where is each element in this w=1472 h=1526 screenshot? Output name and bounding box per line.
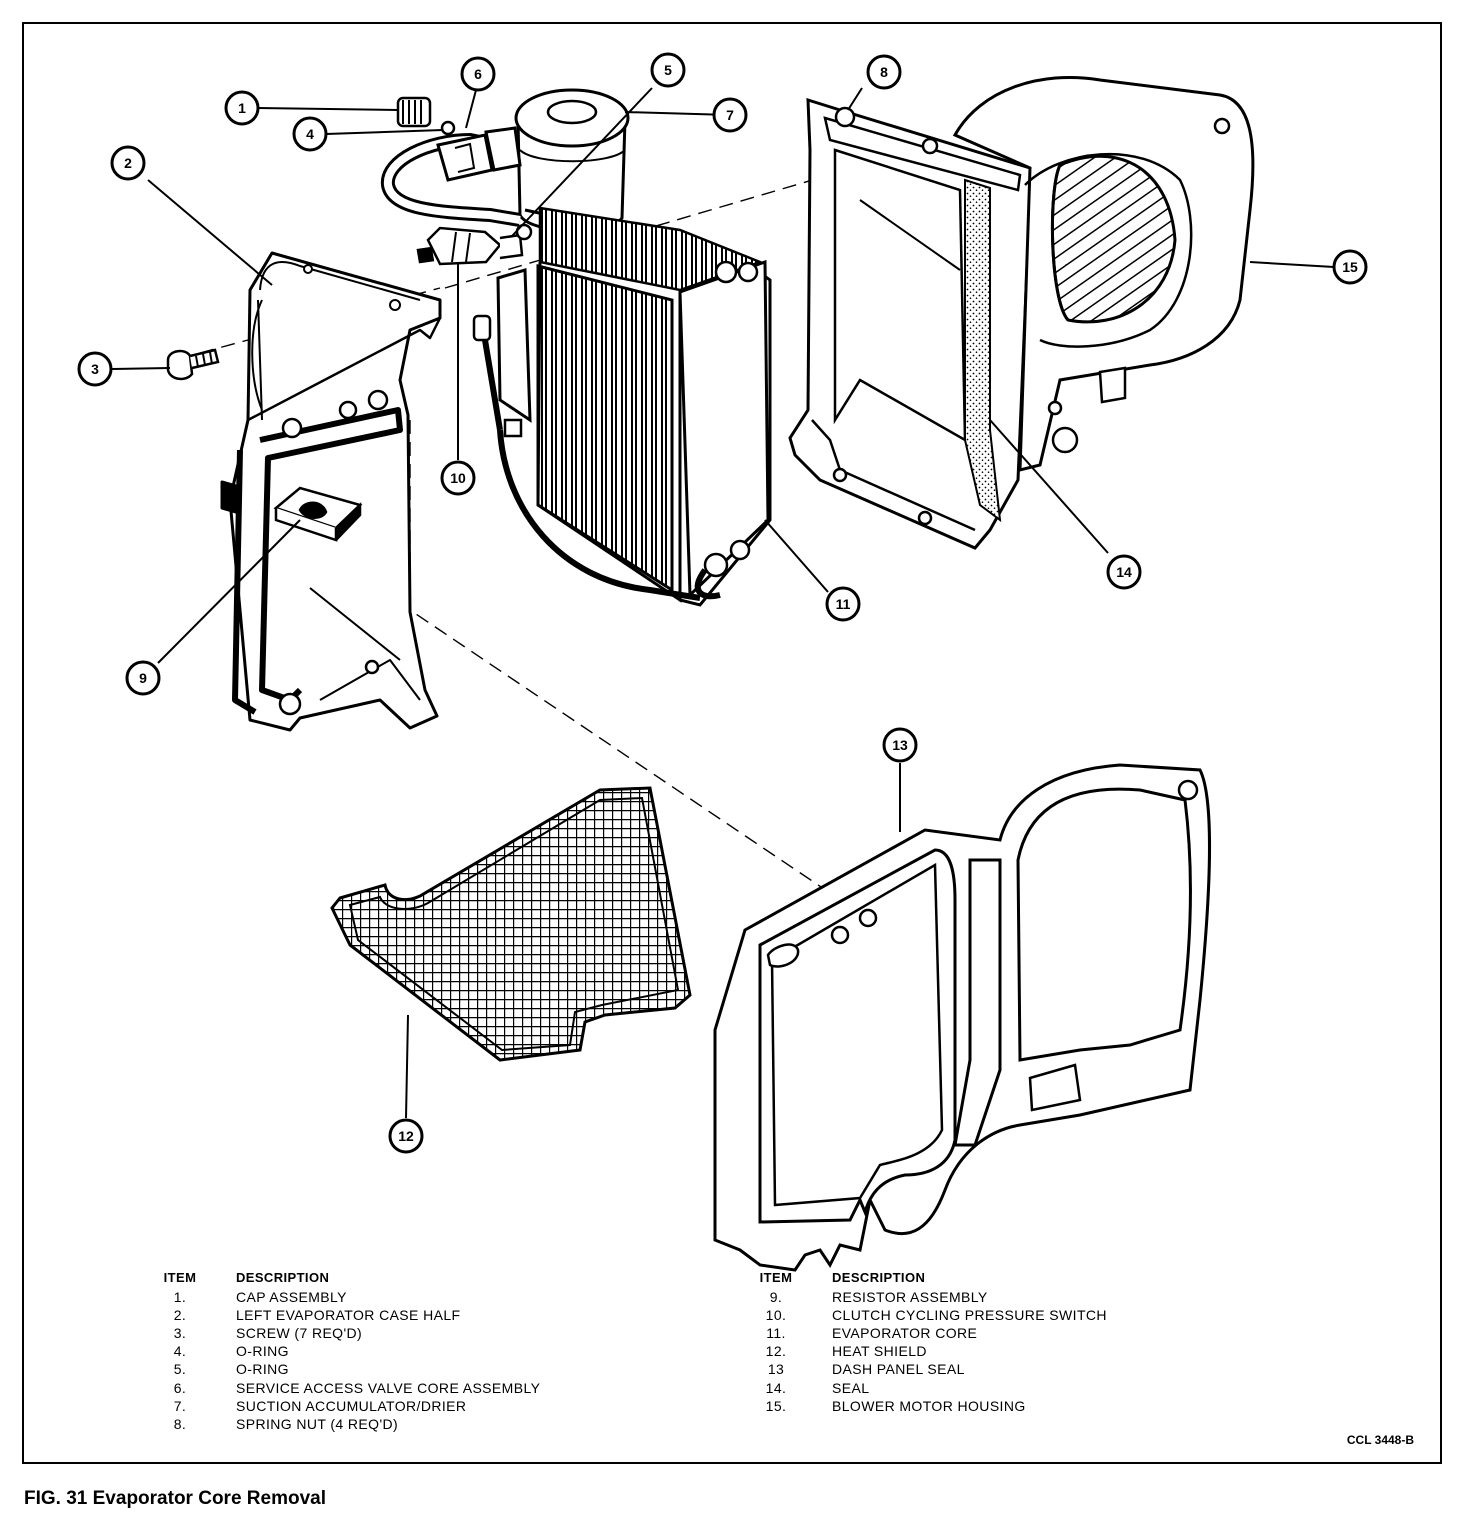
legend-item-number: 12.	[765, 1343, 787, 1359]
left-evaporator-case-half	[220, 251, 442, 732]
blower-motor-housing	[952, 76, 1255, 472]
legend-item-description: CLUTCH CYCLING PRESSURE SWITCH	[832, 1307, 1107, 1323]
legend-item-description: CAP ASSEMBLY	[236, 1289, 347, 1305]
evaporator-core	[472, 206, 772, 607]
legend-item-description: O-RING	[236, 1361, 289, 1377]
legend-item-number: 4.	[173, 1343, 187, 1359]
svg-text:10: 10	[450, 470, 466, 486]
svg-text:13: 13	[892, 737, 908, 753]
legend-item-description: SEAL	[832, 1380, 870, 1396]
callout-6: 6	[460, 56, 496, 92]
legend-item-number: 15.	[765, 1398, 787, 1414]
resistor-assembly	[273, 486, 363, 542]
legend-item-description: EVAPORATOR CORE	[832, 1325, 978, 1341]
legend-item-number: 7.	[173, 1398, 187, 1414]
o-ring-small	[440, 120, 456, 136]
svg-text:8: 8	[880, 64, 888, 80]
legend-item-number: 13	[767, 1361, 785, 1377]
legend-item-header: ITEM	[163, 1270, 197, 1285]
legend-item-description: HEAT SHIELD	[832, 1343, 927, 1359]
callout-markers: 1 2 3 4 5 6 7 8 9 10 11 12 13 14 15	[77, 52, 1368, 1154]
legend-item-header: ITEM	[759, 1270, 793, 1285]
legend-item-description: BLOWER MOTOR HOUSING	[832, 1398, 1026, 1414]
legend-item-number: 6.	[173, 1380, 187, 1396]
legend-item-number: 2.	[173, 1307, 187, 1323]
legend-item-number: 11.	[766, 1325, 786, 1341]
callout-3: 3	[77, 351, 113, 387]
suction-accumulator-drier	[514, 88, 630, 232]
legend-item-number: 10.	[765, 1307, 787, 1323]
callout-8: 8	[866, 54, 902, 90]
legend-description-header: DESCRIPTION	[236, 1270, 330, 1285]
legend-item-description: RESISTOR ASSEMBLY	[832, 1289, 988, 1305]
screw	[166, 348, 220, 381]
svg-text:14: 14	[1116, 564, 1132, 580]
figure-caption: FIG. 31 Evaporator Core Removal	[24, 1488, 326, 1509]
cap-assembly	[396, 96, 432, 128]
svg-text:3: 3	[91, 361, 99, 377]
legend-item-number: 8.	[173, 1416, 187, 1432]
svg-text:11: 11	[836, 596, 851, 612]
svg-text:7: 7	[726, 107, 734, 123]
callout-11: 11	[825, 586, 861, 622]
callout-15: 15	[1332, 249, 1368, 285]
legend-item-description: LEFT EVAPORATOR CASE HALF	[236, 1307, 461, 1323]
svg-text:12: 12	[398, 1128, 414, 1144]
callout-9: 9	[125, 660, 161, 696]
callout-12: 12	[388, 1118, 424, 1154]
drawing-code: CCL 3448-B	[1346, 1433, 1414, 1447]
legend-item-description: SCREW (7 REQ'D)	[236, 1325, 363, 1341]
callout-2: 2	[110, 145, 146, 181]
legend-item-number: 1.	[173, 1289, 187, 1305]
heat-shield	[330, 786, 692, 1062]
svg-text:5: 5	[664, 62, 672, 78]
legend-item-description: DASH PANEL SEAL	[832, 1361, 965, 1377]
legend-item-description: O-RING	[236, 1343, 289, 1359]
callout-14: 14	[1106, 554, 1142, 590]
svg-text:2: 2	[124, 155, 132, 171]
callout-13: 13	[882, 727, 918, 763]
callout-4: 4	[292, 116, 328, 152]
callout-5: 5	[650, 52, 686, 88]
legend-item-description: SPRING NUT (4 REQ'D)	[236, 1416, 399, 1432]
svg-text:1: 1	[238, 100, 246, 116]
clutch-cycling-pressure-switch	[416, 223, 533, 266]
legend-item-number: 14.	[765, 1380, 787, 1396]
svg-text:6: 6	[474, 66, 482, 82]
callout-10: 10	[440, 460, 476, 496]
accumulator-tubes	[381, 126, 522, 227]
legend-right: ITEM DESCRIPTION 9. RESISTOR ASSEMBLY 10. C…	[746, 1270, 1246, 1420]
right-case-half	[788, 97, 1032, 550]
svg-text:9: 9	[139, 670, 147, 686]
legend-left: ITEM DESCRIPTION 1. CAP ASSEMBLY 2. LEFT EV…	[150, 1270, 670, 1440]
legend-item-description: SUCTION ACCUMULATOR/DRIER	[236, 1398, 467, 1414]
dash-panel-seal	[713, 763, 1211, 1272]
legend-description-header: DESCRIPTION	[832, 1270, 926, 1285]
legend-item-number: 5.	[173, 1361, 187, 1377]
legend-item-number: 3.	[173, 1325, 187, 1341]
callout-1: 1	[224, 90, 260, 126]
legend-item-number: 9.	[769, 1289, 783, 1305]
figure-frame	[22, 22, 1442, 1464]
callout-7: 7	[712, 97, 748, 133]
svg-text:15: 15	[1342, 259, 1358, 275]
legend-item-description: SERVICE ACCESS VALVE CORE ASSEMBLY	[236, 1380, 541, 1396]
leader-lines	[111, 87, 1335, 1119]
svg-text:4: 4	[306, 126, 314, 142]
